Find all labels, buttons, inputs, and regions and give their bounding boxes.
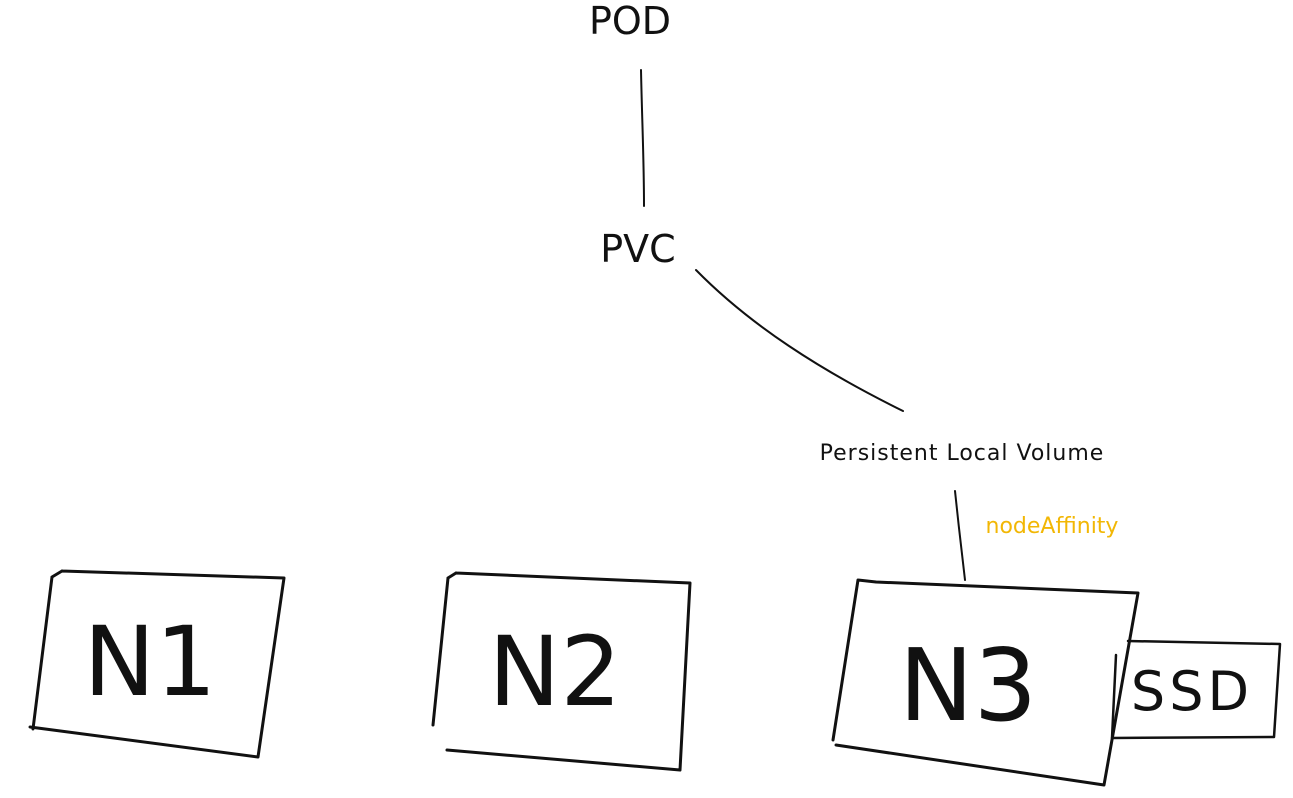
persistent-local-volume-label: Persistent Local Volume — [820, 441, 1105, 466]
node-n2: N2 — [431, 571, 692, 772]
node-n2-label: N2 — [489, 616, 622, 728]
node-n2-box — [431, 571, 692, 772]
node-affinity-label: nodeAffinity — [986, 514, 1119, 539]
pvc-label: PVC — [600, 227, 675, 271]
pod-label: POD — [589, 0, 671, 43]
node-n3-box — [831, 578, 1140, 787]
node-n1: N1 — [28, 569, 286, 759]
node-n3: N3 — [831, 578, 1140, 787]
pod-pvc-connector — [640, 69, 645, 207]
node-n3-label: N3 — [899, 627, 1037, 744]
ssd-label: SSD — [1131, 660, 1253, 723]
ssd-box — [1110, 639, 1282, 740]
node-n1-box — [28, 569, 286, 759]
pvc-volume-connector — [695, 269, 904, 412]
volume-n3-connector — [954, 490, 966, 581]
node-n1-label: N1 — [84, 606, 217, 718]
ssd-disk: SSD — [1110, 639, 1282, 740]
